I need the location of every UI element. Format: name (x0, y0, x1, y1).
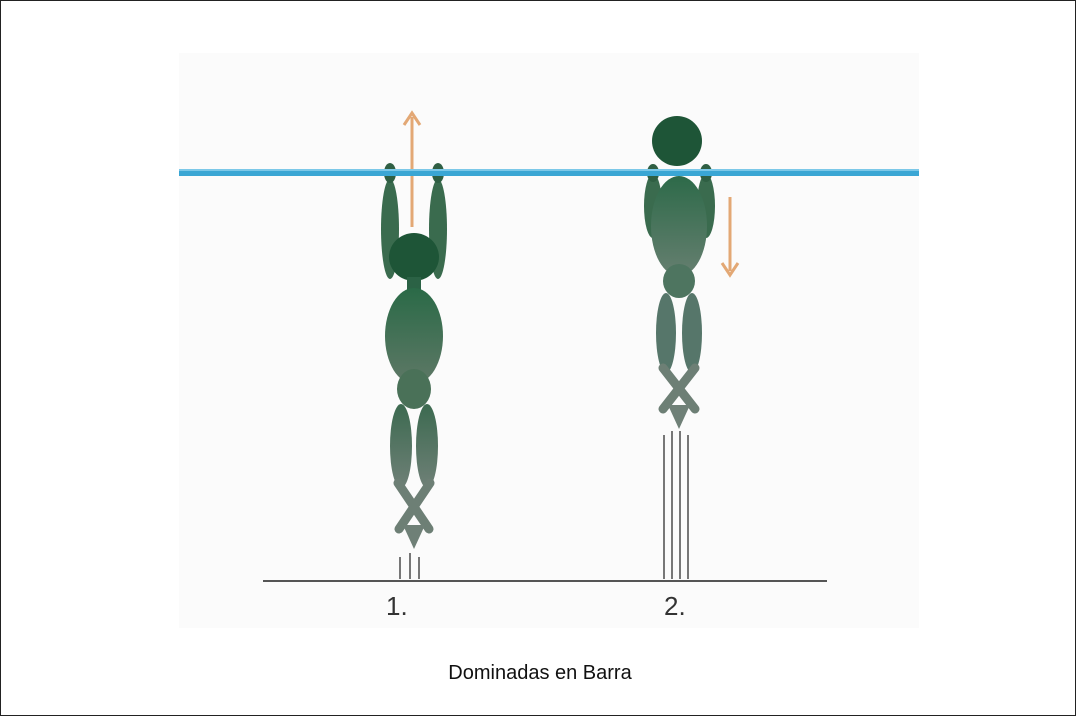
step-label-2: 2. (664, 591, 686, 621)
figure-2-pulled-up (644, 164, 740, 579)
step-label-1: 1. (386, 591, 408, 621)
pullup-bar (179, 169, 919, 176)
figure-2-head (652, 116, 702, 166)
figure-caption: Dominadas en Barra (448, 662, 632, 684)
illustration-panel (179, 53, 919, 628)
figure-1-hanging (381, 110, 447, 579)
